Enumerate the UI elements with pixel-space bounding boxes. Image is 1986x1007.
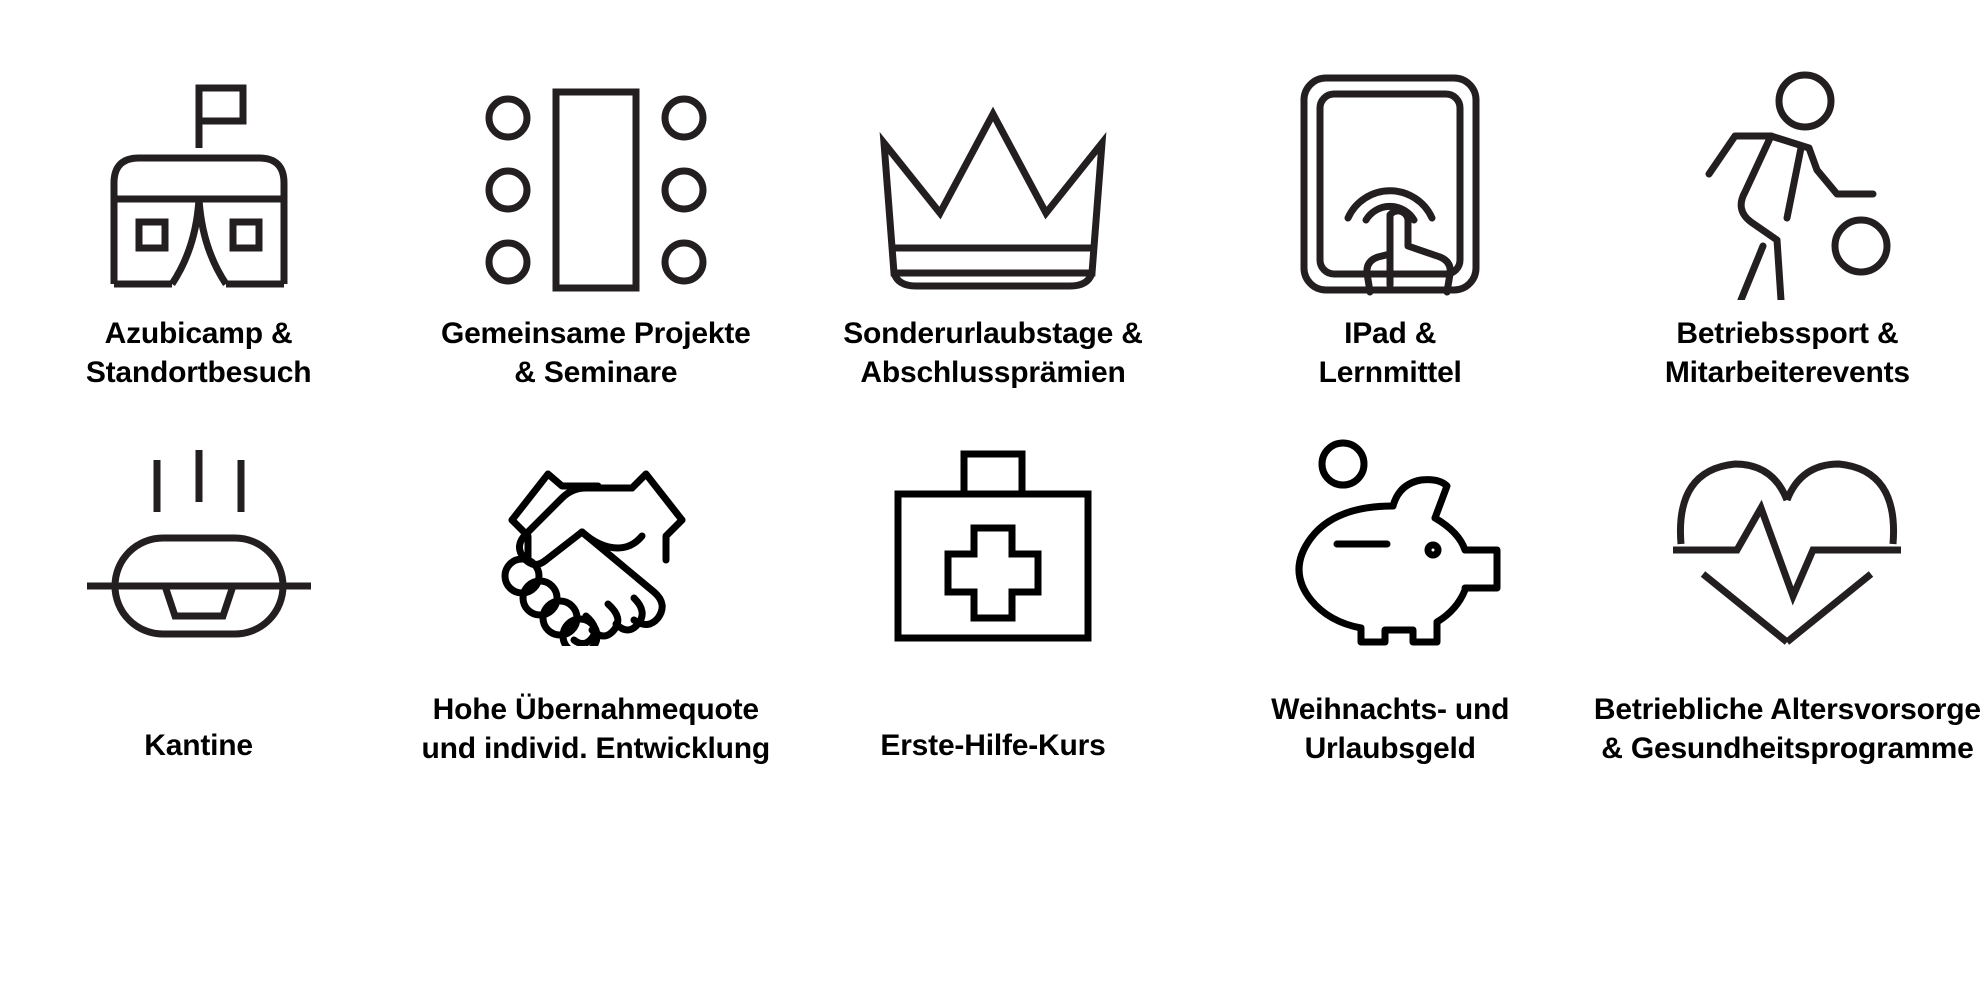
benefit-label: Hohe Übernahmequote und individ. Entwick…	[421, 693, 771, 765]
benefit-label: Betriebliche Altersvorsorge & Gesundheit…	[1593, 693, 1981, 765]
meeting-table-with-chairs-icon	[397, 0, 794, 300]
crown-icon	[794, 0, 1191, 300]
piggy-bank-with-coin-icon	[1192, 396, 1589, 646]
benefit-label: Gemeinsame Projekte & Seminare	[440, 317, 751, 389]
benefit-label: Azubicamp & Standortbesuch	[85, 317, 312, 389]
benefit-label: IPad & Lernmittel	[1318, 317, 1462, 389]
benefit-card-altersvorsorge[interactable]: Betriebliche Altersvorsorge & Gesundheit…	[1589, 396, 1986, 768]
handshake-icon	[397, 396, 794, 646]
running-person-with-ball-icon	[1589, 0, 1986, 300]
benefit-label: Betriebssport & Mitarbeiterevents	[1664, 317, 1910, 389]
steaming-food-dish-icon	[0, 396, 397, 646]
benefit-label: Kantine	[144, 729, 253, 762]
benefit-card-erste-hilfe[interactable]: Erste-Hilfe-Kurs	[794, 396, 1191, 768]
benefit-card-ipad[interactable]: IPad & Lernmittel	[1192, 0, 1589, 392]
benefit-card-gemeinsame-projekte[interactable]: Gemeinsame Projekte & Seminare	[397, 0, 794, 392]
tent-with-flag-icon	[0, 0, 397, 300]
benefit-card-uebernahmequote[interactable]: Hohe Übernahmequote und individ. Entwick…	[397, 396, 794, 768]
heart-with-pulse-icon	[1589, 396, 1986, 646]
benefit-label: Erste-Hilfe-Kurs	[880, 729, 1106, 762]
benefit-card-betriebssport[interactable]: Betriebssport & Mitarbeiterevents	[1589, 0, 1986, 392]
benefit-label: Sonderurlaubstage & Abschlussprämien	[843, 317, 1143, 389]
benefit-card-kantine[interactable]: Kantine	[0, 396, 397, 768]
benefits-grid: Azubicamp & Standortbesuch Gemeinsame Pr…	[0, 0, 1986, 768]
benefit-card-azubicamp[interactable]: Azubicamp & Standortbesuch	[0, 0, 397, 392]
benefit-label: Weihnachts- und Urlaubsgeld	[1271, 693, 1510, 765]
first-aid-kit-icon	[794, 396, 1191, 646]
tablet-touch-icon	[1192, 0, 1589, 300]
benefit-card-weihnachtsgeld[interactable]: Weihnachts- und Urlaubsgeld	[1192, 396, 1589, 768]
benefit-card-sonderurlaubstage[interactable]: Sonderurlaubstage & Abschlussprämien	[794, 0, 1191, 392]
